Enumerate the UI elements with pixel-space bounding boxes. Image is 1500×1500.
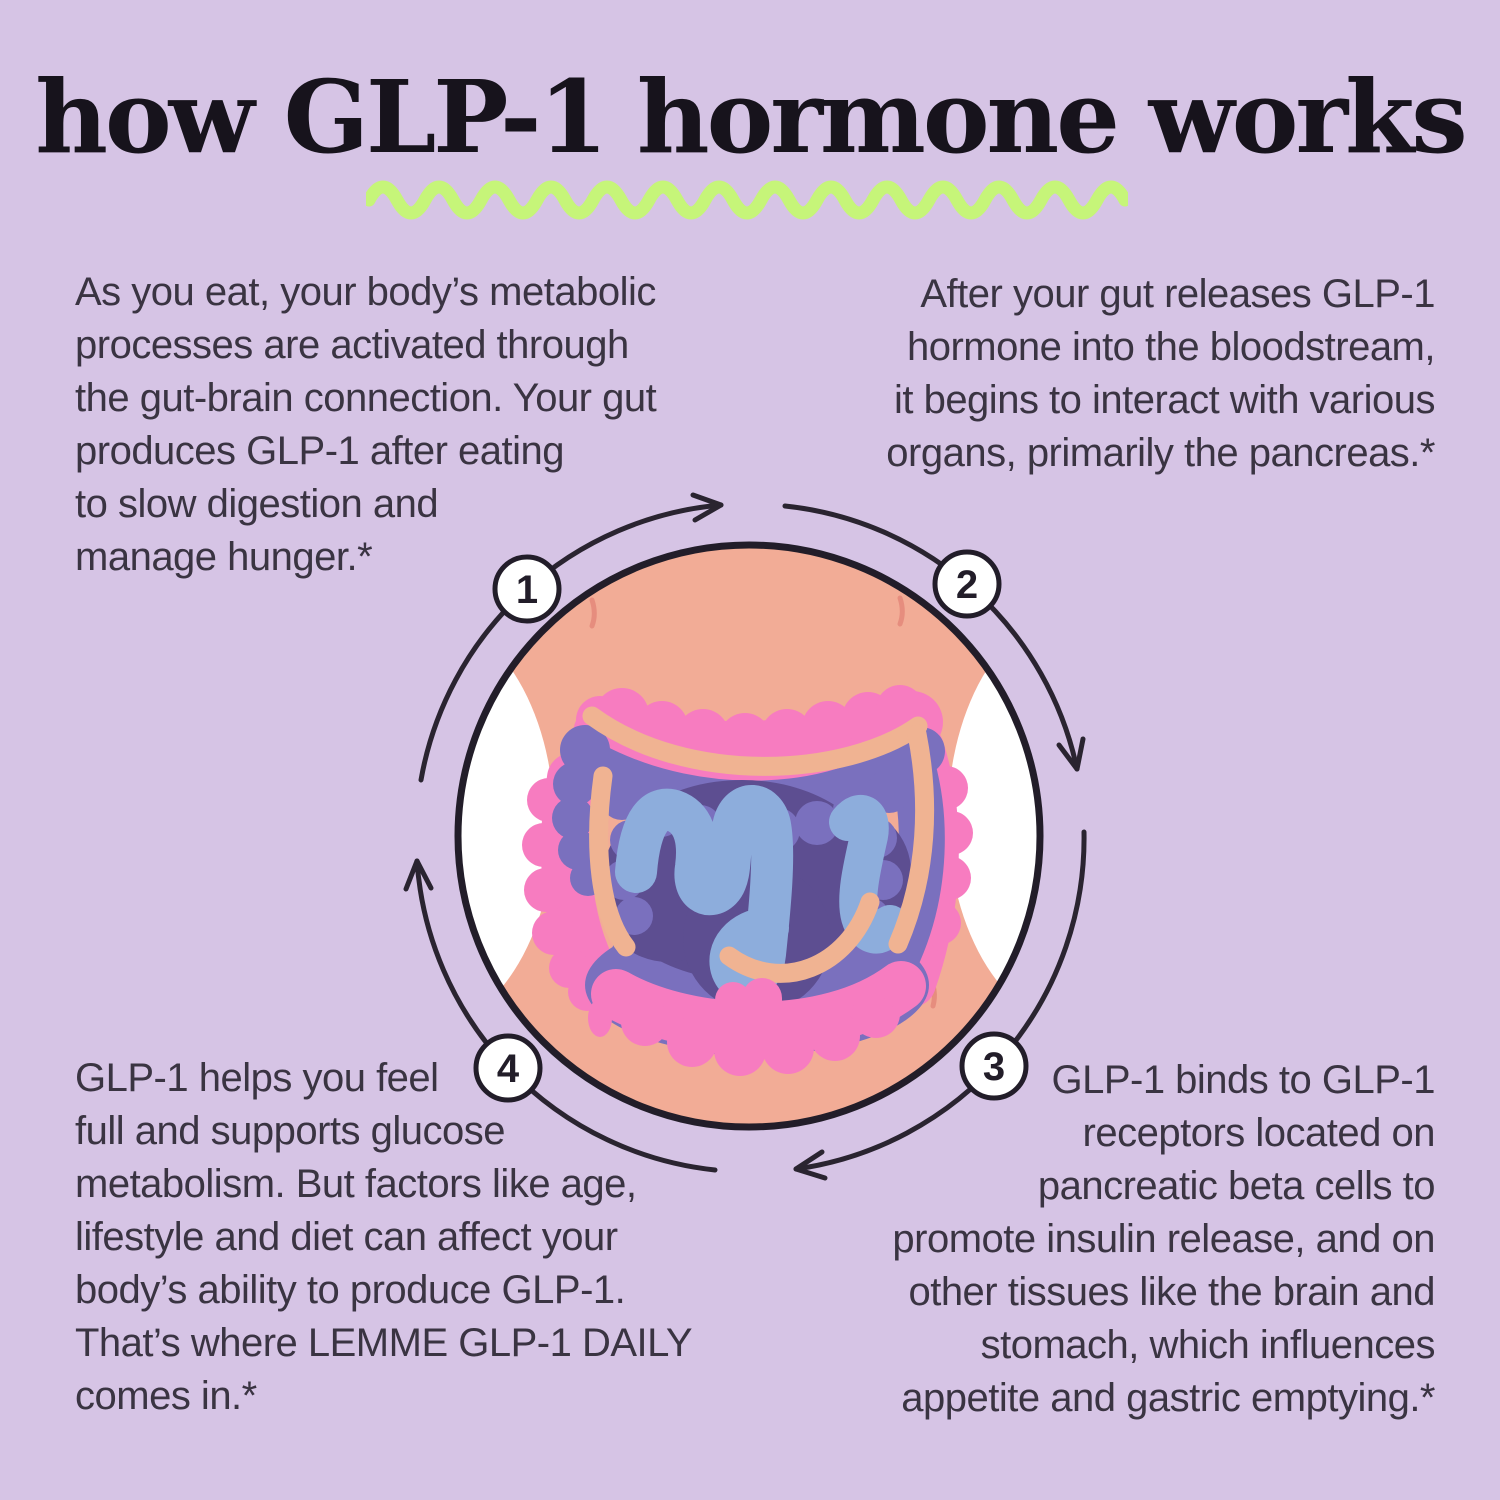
step-4-text: GLP-1 helps you feel full and supports g… xyxy=(75,1056,693,1418)
step-4-badge: 4 xyxy=(473,1033,543,1103)
large-intestine-front xyxy=(588,961,926,1076)
wavy-underline-icon xyxy=(366,180,1128,220)
small-intestine xyxy=(615,785,909,1003)
page-title: how GLP-1 hormone works xyxy=(35,58,1467,176)
step-2-badge-number: 2 xyxy=(956,563,978,607)
cycle-arrow-3-4-head-icon xyxy=(793,1149,828,1181)
cycle-arrow-1-2-head-icon xyxy=(690,492,724,523)
step-2-text: After your gut releases GLP-1 hormone in… xyxy=(886,272,1435,475)
illustration-disc-outline xyxy=(454,541,1044,1131)
step-1-badge: 1 xyxy=(492,554,562,624)
waist-left-cutout xyxy=(461,612,554,1032)
step-1-text: As you eat, your body’s metabolic proces… xyxy=(75,270,657,579)
cycle-arrow-2-3-head-icon xyxy=(1056,736,1086,772)
step-4-badge-number: 4 xyxy=(497,1047,520,1091)
intestine-highlights xyxy=(582,706,935,983)
step-3-badge-number: 3 xyxy=(983,1045,1005,1089)
step-2-badge: 2 xyxy=(932,549,1002,619)
step-3-text: GLP-1 binds to GLP-1 receptors located o… xyxy=(892,1058,1435,1420)
wavy-underline-path xyxy=(366,180,1128,220)
step-3-badge: 3 xyxy=(959,1031,1029,1101)
cycle-arrow-4-1-head-icon xyxy=(403,858,434,892)
gut-illustration xyxy=(454,541,1044,1131)
step-badges: 1 2 3 4 xyxy=(473,549,1029,1103)
step-1-badge-number: 1 xyxy=(516,568,538,612)
